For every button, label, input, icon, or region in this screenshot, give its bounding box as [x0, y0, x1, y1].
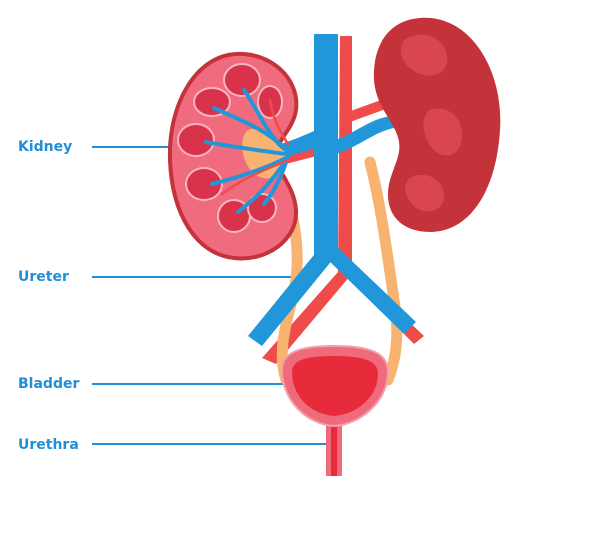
right-kidney-highlight	[405, 174, 444, 212]
bladder-lumen	[292, 356, 378, 416]
left-iliac-vein	[248, 250, 334, 346]
branch	[268, 98, 290, 146]
right-kidney-highlight	[400, 34, 448, 76]
ureter-label: Ureter	[18, 269, 69, 285]
pyramid	[247, 193, 277, 223]
branch	[236, 158, 288, 214]
urethra-lumen	[331, 420, 337, 476]
renal-pyramids	[177, 63, 283, 233]
bladder	[280, 344, 390, 476]
right-renal-vein	[336, 116, 394, 154]
urethra-label: Urethra	[18, 437, 79, 453]
left-kidney-section	[167, 51, 299, 261]
pyramid	[185, 167, 223, 201]
pyramid	[177, 123, 215, 157]
branch	[212, 106, 288, 152]
right-kidney-highlight	[423, 108, 463, 156]
right-kidney	[373, 17, 501, 232]
bladder-label: Bladder	[18, 376, 80, 392]
branch	[220, 158, 290, 196]
branch	[210, 156, 288, 186]
aorta-trunk	[338, 36, 352, 275]
pyramid	[223, 63, 261, 97]
branch	[204, 140, 288, 156]
kidney-label: Kidney	[18, 139, 73, 155]
right-iliac-vein	[322, 244, 416, 334]
right-ureter	[364, 156, 403, 386]
renal-vessel-branches	[204, 88, 290, 214]
vena-cava-trunk	[314, 34, 338, 262]
